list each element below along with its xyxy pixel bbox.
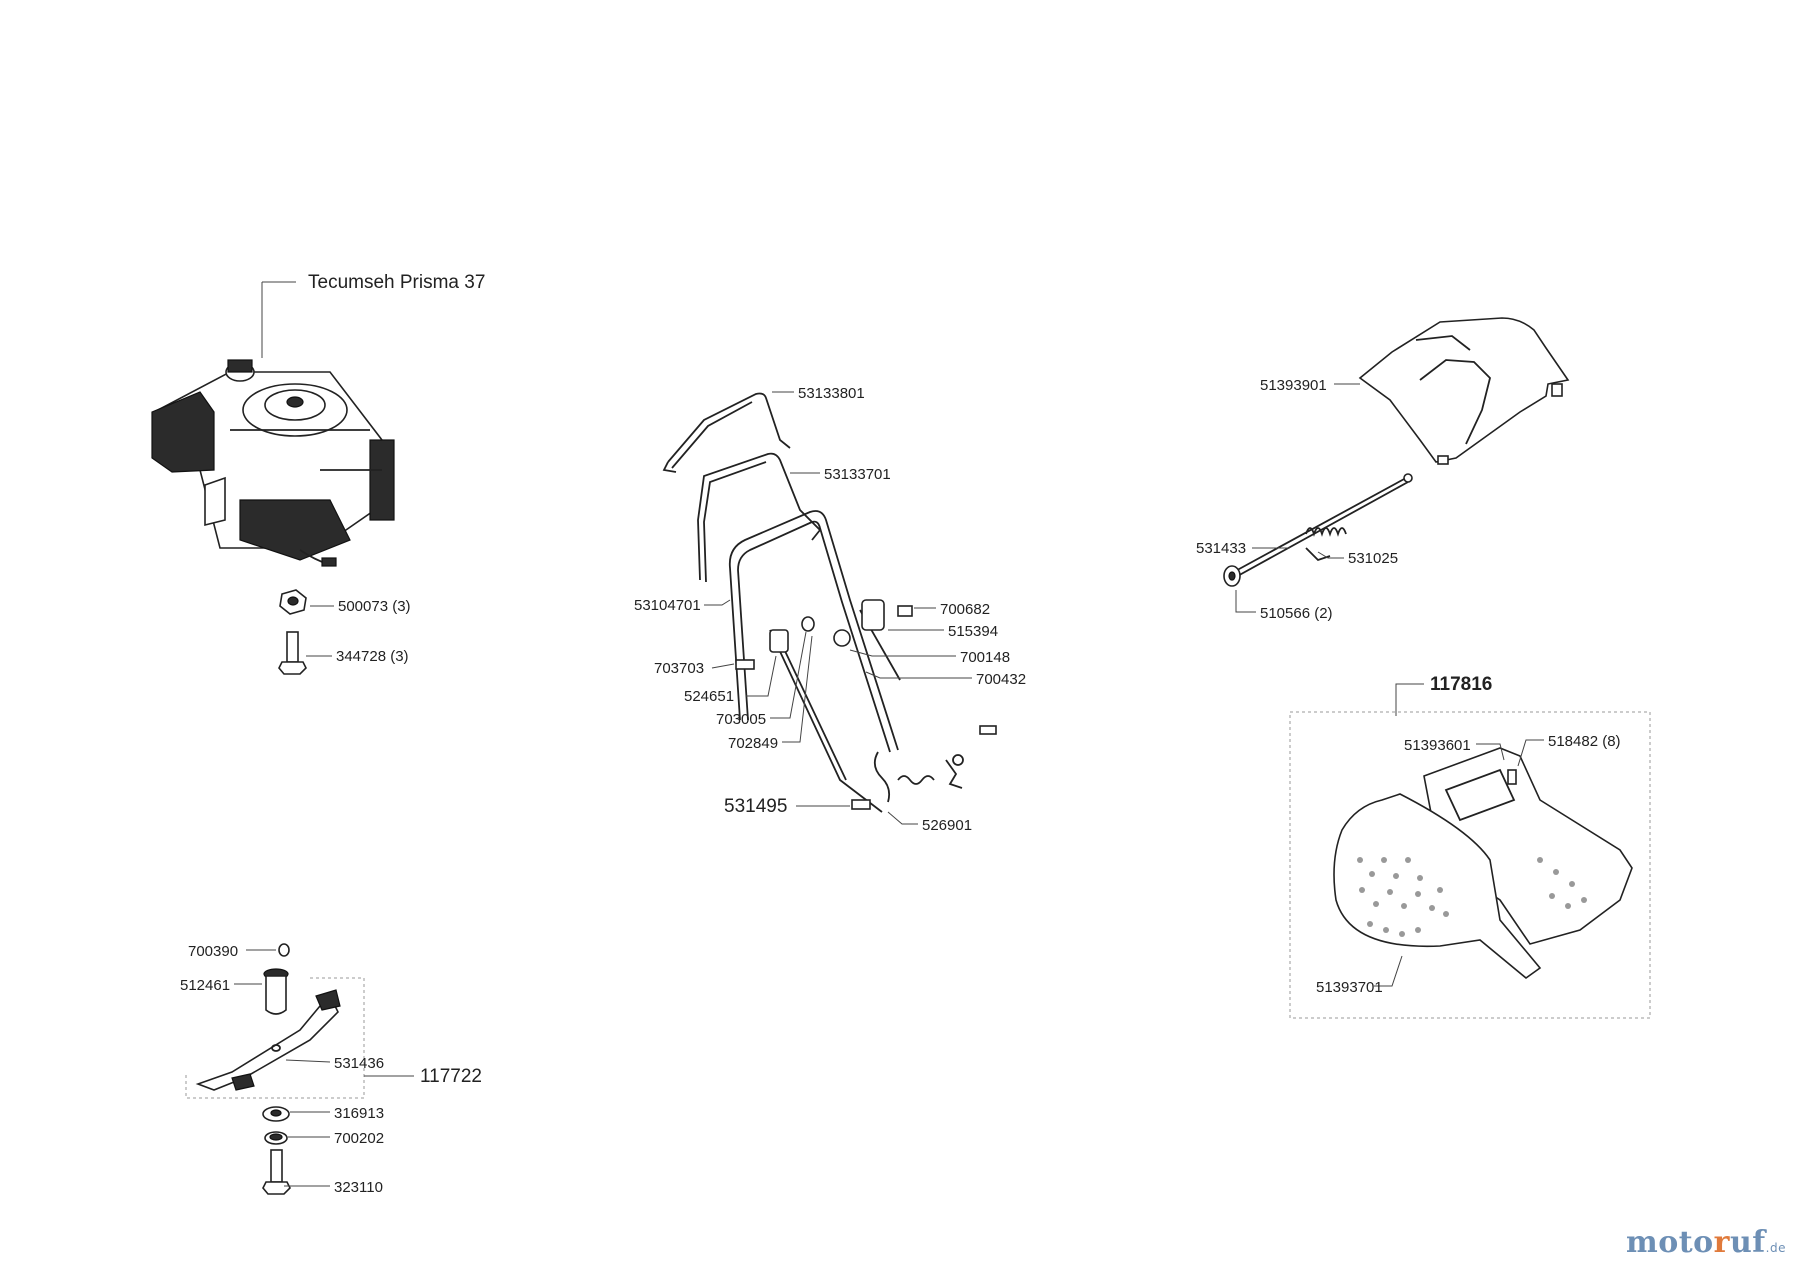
label-51393701: 51393701 xyxy=(1316,979,1383,996)
label-702849: 702849 xyxy=(728,735,778,752)
label-531495: 531495 xyxy=(724,796,787,817)
grass-bag-drawing xyxy=(1333,747,1633,980)
motoruf-logo: motoruf.de xyxy=(1626,1225,1786,1260)
kit-117816-box xyxy=(1289,711,1651,1019)
label-323110: 323110 xyxy=(334,1179,383,1196)
label-531025: 531025 xyxy=(1348,550,1398,567)
handle-assembly-drawing xyxy=(662,392,997,813)
label-700202: 700202 xyxy=(334,1130,384,1147)
engine-title: Tecumseh Prisma 37 xyxy=(308,272,485,293)
label-531436: 531436 xyxy=(334,1055,384,1072)
label-53133701: 53133701 xyxy=(824,466,891,483)
label-518482: 518482 (8) xyxy=(1548,733,1621,750)
bolt-344728-icon xyxy=(278,631,307,675)
label-515394: 515394 xyxy=(948,623,998,640)
label-117816: 117816 xyxy=(1430,674,1492,695)
label-51393901: 51393901 xyxy=(1260,377,1327,394)
label-703703: 703703 xyxy=(654,660,704,677)
label-531433: 531433 xyxy=(1196,540,1246,557)
engine-drawing xyxy=(151,281,395,567)
label-500073: 500073 (3) xyxy=(338,598,411,615)
label-510566: 510566 (2) xyxy=(1260,605,1333,622)
label-51393601: 51393601 xyxy=(1404,737,1471,754)
label-53104701: 53104701 xyxy=(634,597,701,614)
nut-500073-icon xyxy=(279,589,307,615)
label-53133801: 53133801 xyxy=(798,385,865,402)
rear-flap-drawing xyxy=(1358,317,1570,465)
label-703005: 703005 xyxy=(716,711,766,728)
label-524651: 524651 xyxy=(684,688,734,705)
label-117722: 117722 xyxy=(420,1066,482,1087)
label-512461: 512461 xyxy=(180,977,230,994)
label-700432: 700432 xyxy=(976,671,1026,688)
label-700682: 700682 xyxy=(940,601,990,618)
label-700390: 700390 xyxy=(188,943,238,960)
rod-spring-drawing xyxy=(1223,473,1413,587)
label-700148: 700148 xyxy=(960,649,1010,666)
label-526901: 526901 xyxy=(922,817,972,834)
label-344728: 344728 (3) xyxy=(336,648,409,665)
blade-assembly-drawing xyxy=(185,943,365,1195)
label-316913: 316913 xyxy=(334,1105,384,1122)
